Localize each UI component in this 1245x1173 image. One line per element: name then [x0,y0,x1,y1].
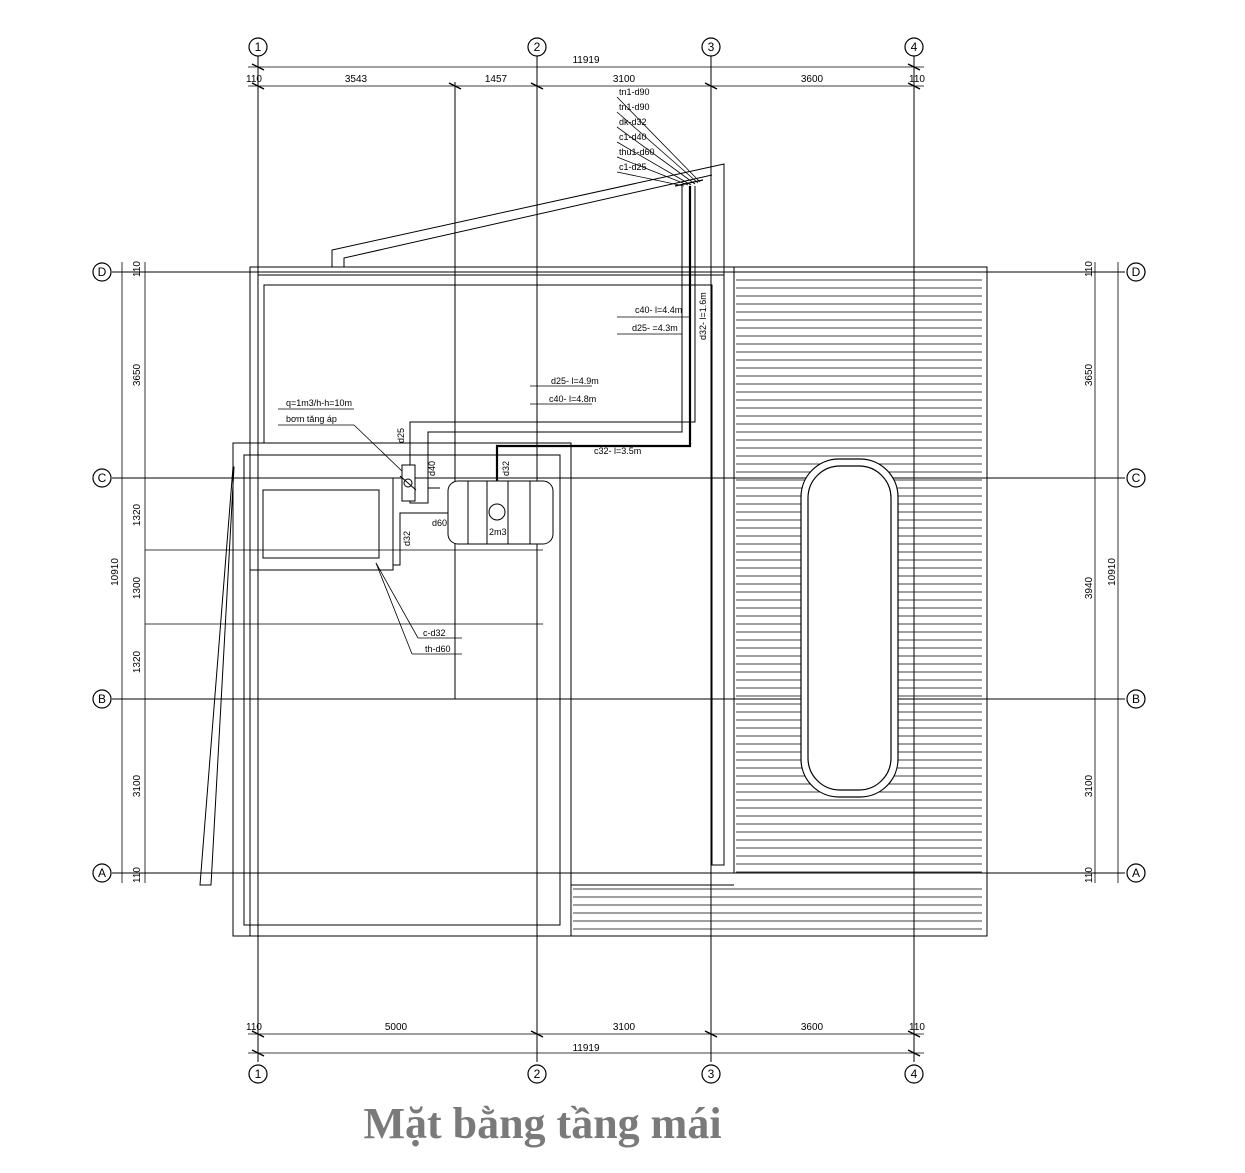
bottom-seg-2: 5000 [385,1022,408,1033]
top-seg-6: 110 [909,74,925,85]
axis-A-left: A [98,866,106,880]
roof-slats-bottom [573,888,982,930]
tank-tag-6: d32 [402,531,412,546]
riser-tag-5: thu1-d60 [619,147,655,157]
axis-bubbles [92,37,1146,1084]
top-seg-4: 3100 [613,74,636,85]
axis-2-top: 2 [534,40,541,54]
right-seg-5: 110 [1084,867,1095,883]
bottom-dimension-texts: 110 5000 3100 3600 110 11919 [246,1022,925,1054]
axis-C-right: C [1132,471,1141,485]
pipes [145,96,704,655]
tank-tag-1: d32 [501,461,511,476]
riser-labels: tn1-d90 tn1-d90 dk-d32 c1-d40 thu1-d60 c… [619,87,655,172]
top-seg-1: 110 [246,74,262,85]
left-seg-1: 110 [132,261,143,277]
pipe-tag-6: c32- l=3.5m [594,446,641,456]
top-seg-2: 3543 [345,74,368,85]
left-seg-4: 1300 [132,576,143,599]
left-dimension-texts: 110 3650 1320 1300 1320 3100 110 10910 [110,261,143,883]
top-dimension-texts: 11919 110 3543 1457 3100 3600 110 [246,55,925,85]
top-seg-3: 1457 [485,74,508,85]
tank-tag-2: 2m3 [489,527,507,537]
pipe-tag-1: c40- l=4.4m [635,305,682,315]
axis-4-bottom: 4 [911,1067,918,1081]
pipe-labels: c40- l=4.4m d25- =4.3m d32- l=1.6m d25- … [549,292,708,456]
drain-labels: c-d32 th-d60 [423,628,451,654]
pipe-tag-5: c40- l=4.8m [549,394,596,404]
left-seg-5: 1320 [132,650,143,673]
right-seg-1: 110 [1084,261,1095,277]
dimension-lines [121,63,1119,1057]
pump-labels: q=1m3/h-h=10m bơm tăng áp [286,398,352,424]
bottom-seg-3: 3100 [613,1022,636,1033]
right-seg-4: 3100 [1084,774,1095,797]
axis-3-bottom: 3 [708,1067,715,1081]
booster-pump [399,464,417,502]
right-seg-3: 3940 [1084,576,1095,599]
pipe-tag-4: d25- l=4.9m [551,376,599,386]
drain-tag-1: c-d32 [423,628,446,638]
right-total: 10910 [1107,558,1118,586]
right-dimension-texts: 110 3650 3940 3100 110 10910 [1084,261,1118,883]
grid-lines [112,56,1125,1062]
pump-tag-1: q=1m3/h-h=10m [286,398,352,408]
left-seg-7: 110 [132,867,143,883]
tank-tag-3: d60 [432,518,447,528]
drawing-title: Mặt bằng tầng mái [363,1099,722,1148]
water-tank [447,480,554,545]
bottom-seg-1: 110 [246,1022,262,1033]
axis-1-top: 1 [255,40,262,54]
riser-tag-2: tn1-d90 [619,102,650,112]
right-seg-2: 3650 [1084,363,1095,386]
axis-1-bottom: 1 [255,1067,262,1081]
axis-4-top: 4 [911,40,918,54]
axis-D-left: D [98,265,107,279]
pipe-tag-3: d32- l=1.6m [698,292,708,340]
pump-tag-2: bơm tăng áp [286,414,337,424]
axis-C-left: C [98,471,107,485]
skylight [800,458,899,798]
axis-B-right: B [1132,692,1140,706]
top-total: 11919 [572,55,600,66]
riser-tag-1: tn1-d90 [619,87,650,97]
pipe-tag-2: d25- =4.3m [632,323,678,333]
drain-tag-2: th-d60 [425,644,451,654]
bottom-total: 11919 [572,1043,600,1054]
riser-tag-3: dk-d32 [619,117,647,127]
tank-labels: d32 2m3 d60 d40 d25 d32 [396,428,511,546]
left-seg-2: 3650 [132,363,143,386]
axis-A-right: A [1132,866,1140,880]
tank-tag-4: d40 [427,461,437,476]
left-total: 10910 [110,558,121,586]
axis-B-left: B [98,692,106,706]
bottom-seg-5: 110 [909,1022,925,1033]
axis-3-top: 3 [708,40,715,54]
top-seg-5: 3600 [801,74,824,85]
tank-tag-5: d25 [396,428,406,443]
riser-tag-4: c1-d40 [619,132,647,142]
riser-tag-6: c1-d25 [619,162,647,172]
axis-D-right: D [1132,265,1141,279]
left-seg-3: 1320 [132,503,143,526]
axis-labels: 1 2 3 4 1 2 3 4 D C B A D C B A [98,40,1141,1081]
bottom-seg-4: 3600 [801,1022,824,1033]
left-seg-6: 3100 [132,774,143,797]
axis-2-bottom: 2 [534,1067,541,1081]
walls [199,163,988,937]
